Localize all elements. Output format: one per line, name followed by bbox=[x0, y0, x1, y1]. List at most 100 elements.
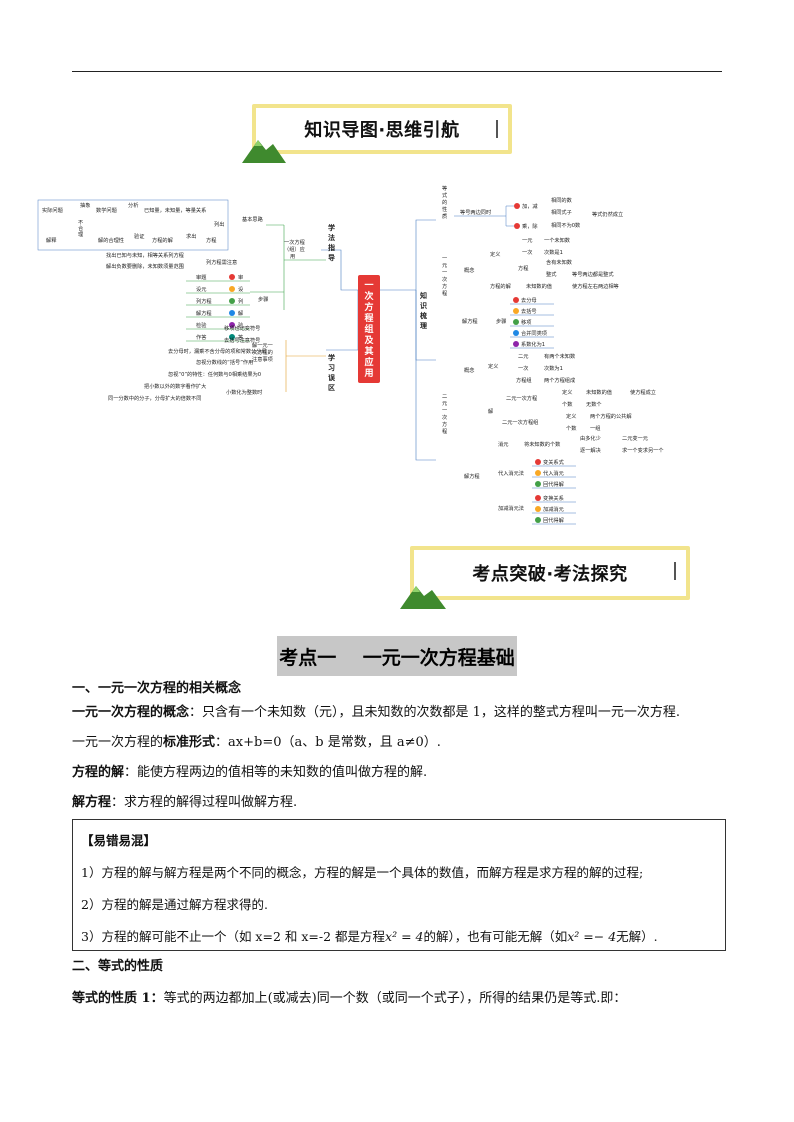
banner-mark bbox=[496, 120, 498, 138]
list-item: 系数化为1 bbox=[521, 340, 545, 348]
branch-char: 法 bbox=[328, 233, 335, 242]
mm-label: 求一个变求另一个 bbox=[622, 446, 664, 454]
branch-char: 学 bbox=[328, 353, 335, 362]
list-item: 合并同类项 bbox=[521, 329, 547, 337]
text: 3）方程的解可能不止一个（如 x=2 和 x=-2 都是方程 bbox=[81, 929, 386, 944]
mm-label: 概念 bbox=[464, 266, 474, 274]
loop-edge: 理 bbox=[78, 231, 84, 238]
box-line: 2）方程的解是通过解方程求得的. bbox=[81, 897, 268, 912]
mm-label: 步骤 bbox=[258, 295, 268, 303]
mm-label: 一 bbox=[442, 256, 447, 262]
paragraph-solve: 解方程：求方程的解得过程叫做解方程. bbox=[72, 794, 297, 812]
num-badge bbox=[535, 495, 541, 501]
branch-char: 指 bbox=[328, 243, 335, 252]
text: ：求方程的解得过程叫做解方程. bbox=[111, 795, 298, 810]
mm-label: 未知数的值 bbox=[526, 282, 552, 290]
mm-label: 等式仍然成立 bbox=[592, 210, 623, 218]
mm-label: 个数 bbox=[562, 400, 573, 408]
num-badge bbox=[229, 298, 235, 304]
num-badge bbox=[229, 286, 235, 292]
text: 等式的两边都加上(或减去)同一个数（或同一个式子），所得的结果仍是等式.即： bbox=[163, 991, 627, 1006]
branch-char: 理 bbox=[420, 321, 427, 330]
mm-label: 的 bbox=[442, 198, 447, 206]
mistake-item: 小数化为整数时 bbox=[226, 388, 262, 396]
mm-label: 次 bbox=[442, 275, 447, 283]
num-badge bbox=[513, 308, 519, 314]
list-item: 去括号 bbox=[521, 307, 537, 315]
branch-char: 梳 bbox=[420, 311, 427, 320]
branch-char: 习 bbox=[328, 364, 335, 372]
mm-label: 一 bbox=[442, 270, 447, 276]
step-short: 设 bbox=[238, 285, 243, 293]
num-badge bbox=[229, 310, 235, 316]
mistake-item: 去括号注意符号 bbox=[224, 336, 260, 344]
mm-label: 定义 bbox=[566, 412, 576, 420]
branch-char: 知 bbox=[419, 291, 427, 300]
mm-label: 一组 bbox=[590, 424, 600, 432]
mm-label: 程 bbox=[442, 427, 447, 435]
mm-label: （组）应 bbox=[284, 245, 305, 253]
step-item: 检验 bbox=[196, 321, 207, 329]
mm-label: 逐一解决 bbox=[580, 446, 602, 454]
top-rule bbox=[72, 71, 722, 72]
list-item: 回代得解 bbox=[543, 480, 564, 488]
mm-label: 元 bbox=[442, 262, 447, 269]
mm-label: 一 bbox=[442, 408, 447, 414]
mm-label: 定义 bbox=[488, 362, 498, 370]
mm-label: 解出负数要删除，未知数须量范围 bbox=[106, 262, 184, 270]
center-char: 应 bbox=[364, 356, 373, 368]
mistake-item: 同一分数中的分子，分母扩大的倍数不同 bbox=[108, 394, 201, 402]
branch-char: 区 bbox=[328, 384, 335, 392]
banner-title: 知识导图·思维引航 bbox=[304, 120, 460, 141]
section-title: 考点一 一元一次方程基础 bbox=[279, 646, 515, 669]
mm-label: 相同的数 bbox=[551, 196, 573, 204]
exam-banner: 考点突破·考法探究 bbox=[410, 546, 690, 600]
mm-label: 次数为1 bbox=[544, 364, 563, 372]
mm-label: 方 bbox=[442, 282, 447, 290]
mm-label: 质 bbox=[442, 212, 447, 220]
step-item: 列方程 bbox=[196, 297, 212, 305]
mm-label: 方程的解 bbox=[490, 282, 511, 290]
num-badge bbox=[535, 506, 541, 512]
term: 解方程 bbox=[72, 795, 112, 810]
loop-node: 数学问题 bbox=[96, 206, 117, 214]
mm-label: 一个未知数 bbox=[544, 236, 571, 244]
mm-label: 元 bbox=[442, 400, 447, 407]
mm-label: 二 bbox=[442, 394, 447, 400]
loop-node: 方程 bbox=[206, 236, 216, 244]
term: 方程的解 bbox=[72, 765, 125, 780]
mm-label: 含有未知数 bbox=[546, 258, 573, 266]
mm-label: 消元 bbox=[498, 440, 508, 448]
text: 一元一次方程的 bbox=[72, 735, 164, 750]
mm-label: 定义 bbox=[490, 250, 500, 258]
mm-label: 加减消元法 bbox=[498, 504, 524, 512]
step-item: 设元 bbox=[196, 285, 206, 293]
center-char: 次 bbox=[364, 290, 373, 302]
mm-label: 一元 bbox=[522, 237, 532, 244]
mm-label: 使方程左右两边相等 bbox=[572, 282, 619, 290]
num-badge bbox=[229, 334, 235, 340]
mm-label: 二元 bbox=[518, 353, 528, 360]
num-badge bbox=[513, 330, 519, 336]
mm-label: 次 bbox=[442, 413, 447, 421]
mm-label: 使方程成立 bbox=[630, 388, 656, 396]
step-item: 解方程 bbox=[196, 309, 212, 317]
mm-label: 整式 bbox=[546, 270, 557, 278]
mountain-icon bbox=[400, 586, 446, 609]
step-short: 审 bbox=[238, 273, 243, 281]
center-char: 方 bbox=[364, 301, 373, 313]
loop-node: 方程的解 bbox=[152, 236, 173, 244]
paragraph-solution: 方程的解：能使方程两边的值相等的未知数的值叫做方程的解. bbox=[72, 764, 427, 782]
mm-label: 定义 bbox=[562, 388, 572, 396]
mm-label: 等号两边同时 bbox=[460, 208, 491, 216]
list-item: 变换关系 bbox=[543, 494, 564, 502]
mm-label: 方程 bbox=[518, 264, 528, 272]
list-item: 加减消元 bbox=[543, 505, 564, 513]
mm-label: 二元一次方程组 bbox=[502, 418, 538, 426]
mm-label: 两个方程组成 bbox=[544, 376, 575, 384]
mountain-icon bbox=[242, 140, 286, 163]
mm-label: 相同式子 bbox=[551, 208, 572, 216]
num-badge bbox=[535, 459, 541, 465]
mm-label: 性 bbox=[442, 205, 447, 213]
mm-label: 未知数的值 bbox=[586, 388, 612, 396]
